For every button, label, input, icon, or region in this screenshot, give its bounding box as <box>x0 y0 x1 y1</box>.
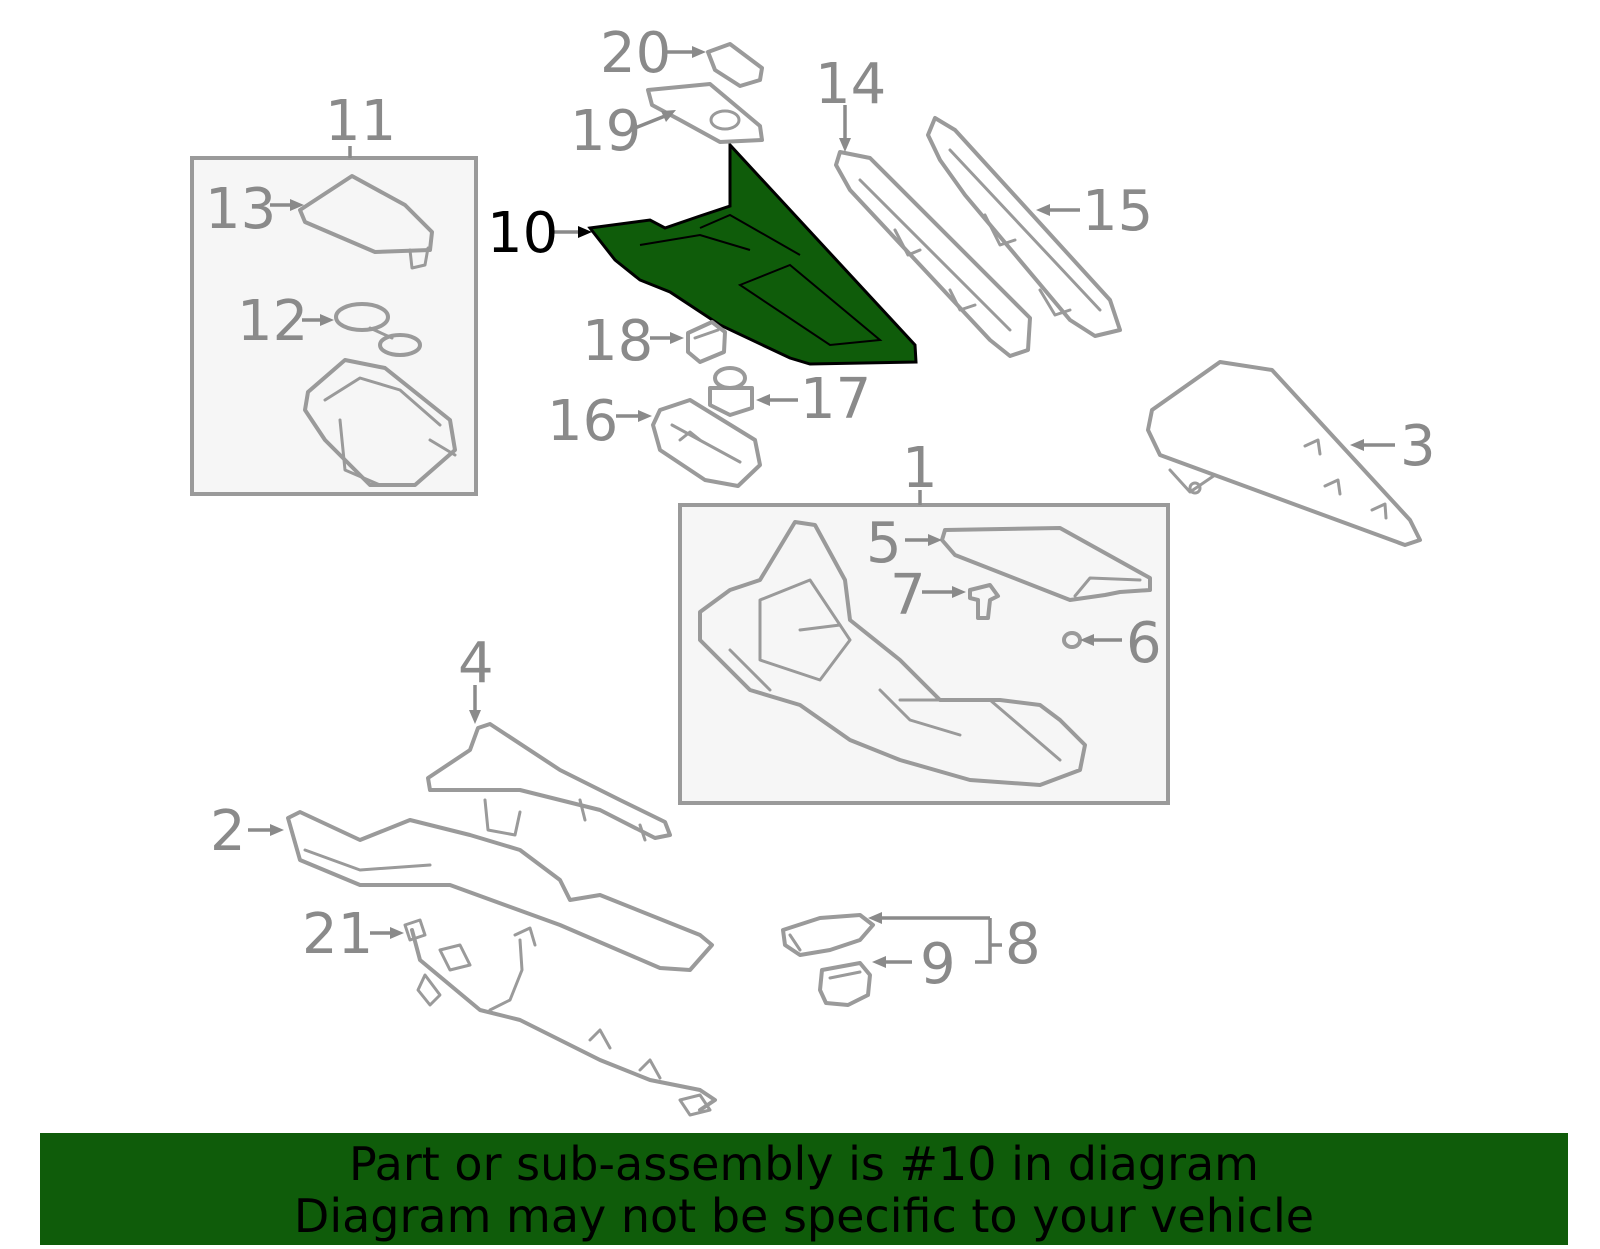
callout-3: 3 <box>1400 414 1436 479</box>
part-14-rail[interactable] <box>834 150 1032 358</box>
callout-5: 5 <box>866 511 902 576</box>
callout-14: 14 <box>815 52 886 117</box>
banner-line-1: Part or sub-assembly is #10 in diagram <box>349 1137 1259 1191</box>
callout-8: 8 <box>1005 912 1041 977</box>
part-2-trim-panel[interactable] <box>286 810 714 972</box>
part-12-ring[interactable] <box>334 302 422 357</box>
group-1-box <box>678 503 1170 805</box>
callout-6: 6 <box>1126 611 1162 676</box>
callout-19: 19 <box>570 99 641 164</box>
part-17-knob[interactable] <box>708 366 754 417</box>
callout-12: 12 <box>237 289 308 354</box>
cupholder-housing <box>303 358 457 487</box>
callout-1: 1 <box>902 436 938 501</box>
part-1-console-frame[interactable] <box>698 520 1087 787</box>
part-7-clip[interactable] <box>968 583 1000 620</box>
part-3-side-panel[interactable] <box>1146 360 1422 547</box>
callout-18: 18 <box>582 309 653 374</box>
callout-21: 21 <box>302 902 373 967</box>
callout-20: 20 <box>600 21 671 86</box>
part-21-wiring-harness[interactable] <box>403 918 717 1117</box>
part-9-connector[interactable] <box>818 961 872 1007</box>
callout-17: 17 <box>800 367 871 432</box>
callout-13: 13 <box>205 177 276 242</box>
callout-4: 4 <box>458 631 494 696</box>
part-18-switch[interactable] <box>686 320 727 364</box>
part-13-lid[interactable] <box>298 174 434 270</box>
callout-15: 15 <box>1082 179 1153 244</box>
callout-7: 7 <box>890 563 926 628</box>
banner-line-2: Diagram may not be specific to your vehi… <box>293 1189 1315 1243</box>
callout-10[interactable]: 10 <box>487 201 558 266</box>
part-10-console-panel[interactable] <box>587 141 918 366</box>
callout-9: 9 <box>920 932 956 997</box>
group-11-box <box>190 156 478 496</box>
part-5-armrest[interactable] <box>940 526 1152 602</box>
leader-lines <box>248 46 1395 968</box>
part-20-cap[interactable] <box>706 42 764 88</box>
callout-16: 16 <box>547 389 618 454</box>
part-4-bracket[interactable] <box>426 722 672 842</box>
part-16-switch-panel[interactable] <box>651 398 762 488</box>
info-banner: Part or sub-assembly is #10 in diagram D… <box>40 1133 1568 1245</box>
callout-11: 11 <box>325 89 396 154</box>
part-8-switch[interactable] <box>781 913 875 957</box>
part-15-rail[interactable] <box>926 116 1122 338</box>
part-19-trim[interactable] <box>646 82 764 144</box>
callout-2: 2 <box>210 799 246 864</box>
